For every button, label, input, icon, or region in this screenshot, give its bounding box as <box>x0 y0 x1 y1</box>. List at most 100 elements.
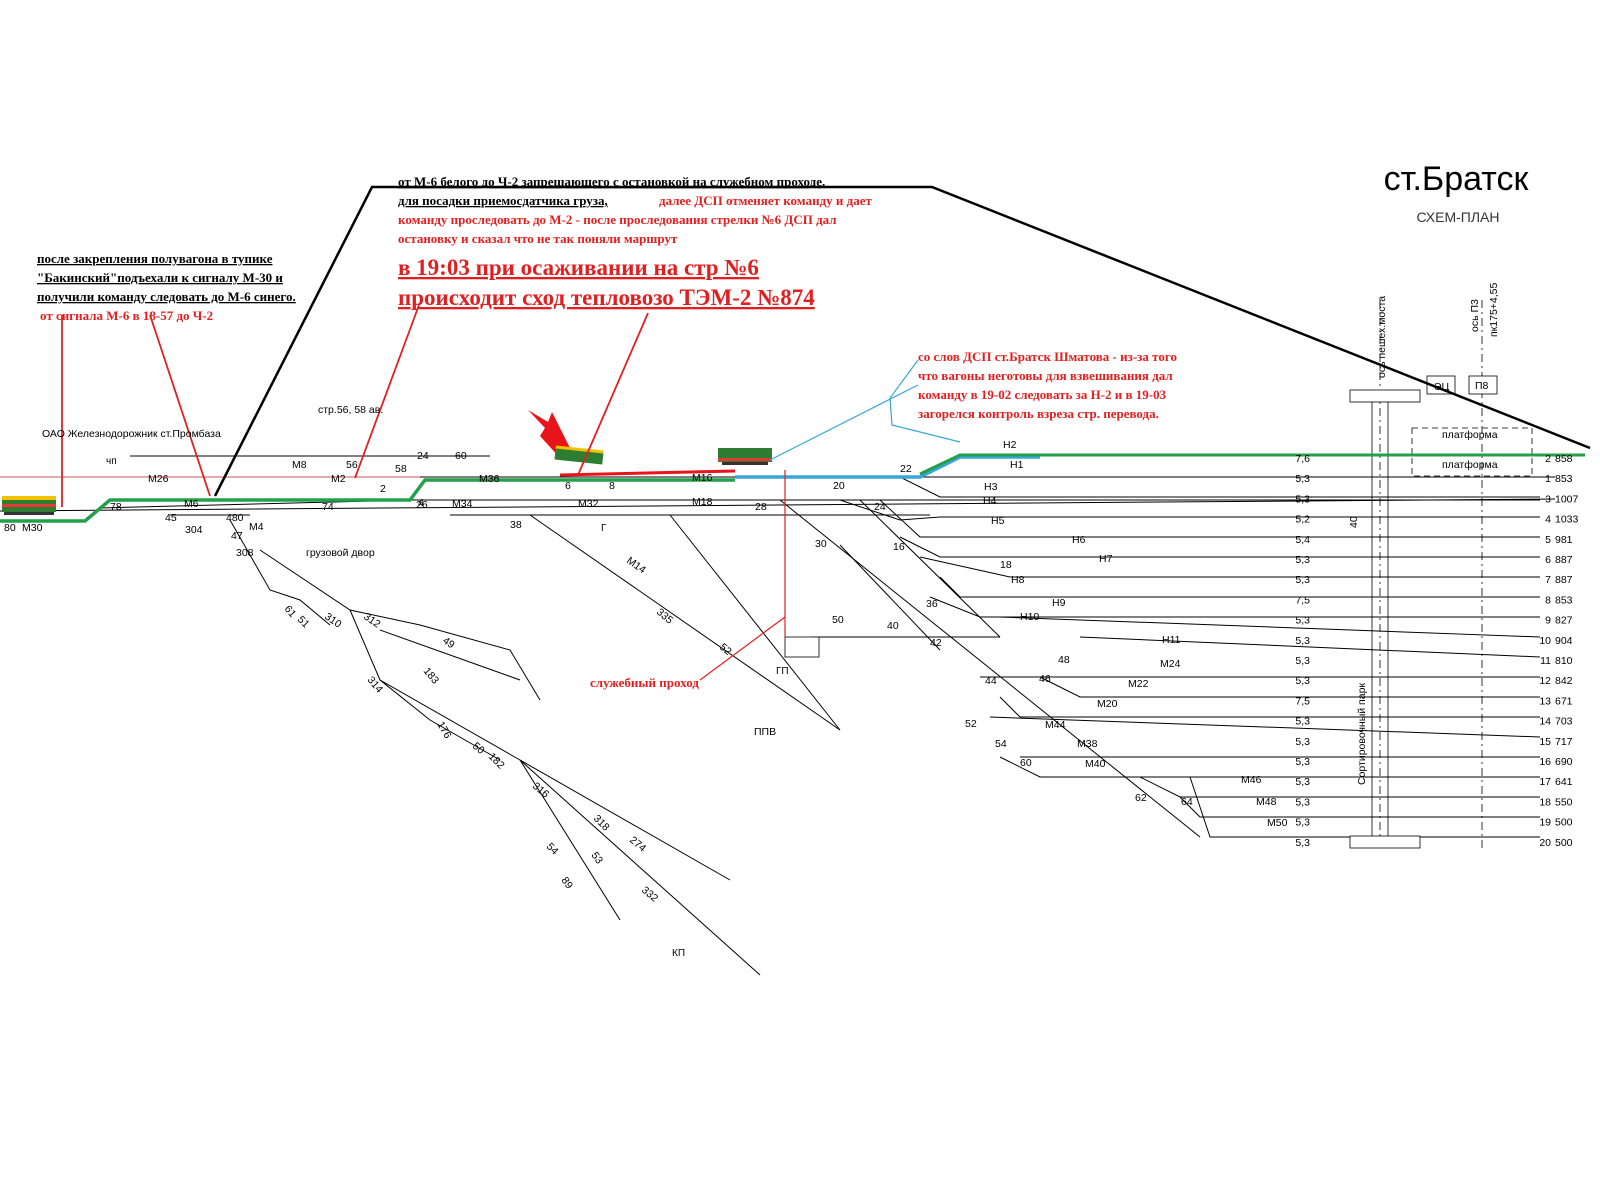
switch-number: 50 <box>832 614 844 626</box>
switch-number: 44 <box>985 675 997 687</box>
switch-number: 18 <box>1000 559 1012 571</box>
signal-label: М36 <box>479 473 500 485</box>
switch-number: 89 <box>559 875 576 892</box>
note-2-line-1: от М-6 белого до Ч-2 запрещающего с оста… <box>398 174 825 189</box>
track-length: 5,3 <box>1295 493 1310 505</box>
track-end-mark: 1033 <box>1555 514 1579 526</box>
note-3-line-4: загорелся контроль взреза стр. перевода. <box>918 406 1159 421</box>
track-number: 8 <box>1545 594 1551 606</box>
p3-axis-label: ось П3 <box>1469 299 1481 332</box>
switch-number: 40 <box>1348 516 1360 528</box>
switch-number: 26 <box>416 499 428 511</box>
track-number: 19 <box>1539 817 1551 829</box>
signal-label: М4 <box>249 521 264 533</box>
static-labels: ОАО Железнодорожник ст.Промбаза стр.56, … <box>42 282 1500 959</box>
track-end-mark: 500 <box>1555 837 1573 849</box>
track-length: 5,3 <box>1295 574 1310 586</box>
signal-label: М14 <box>624 555 648 577</box>
switch-number: 2 <box>380 483 386 495</box>
switch-number: 30 <box>815 538 827 550</box>
gp-label: ГП <box>776 666 789 677</box>
note-2-line-2: для посадки приемосдатчика груза, <box>398 193 608 208</box>
track-end-mark: 904 <box>1555 635 1573 647</box>
switch-number: 274 <box>627 834 648 855</box>
note-1: после закрепления полувагона в тупике "Б… <box>37 251 296 323</box>
blue-route <box>735 455 1040 479</box>
signal-label: М46 <box>1241 774 1262 786</box>
str56-label: стр.56, 58 ав. <box>318 404 383 416</box>
switch-number: 51 <box>295 614 312 631</box>
track-network <box>0 300 1556 976</box>
note-big-line-2: происходит сход тепловозо ТЭМ-2 №874 <box>398 285 815 310</box>
signal-label: М20 <box>1097 698 1118 710</box>
switch-number: 22 <box>900 463 912 475</box>
signal-label: М30 <box>22 522 43 534</box>
red-shunt-line <box>559 469 736 477</box>
switch-number: 40 <box>887 620 899 632</box>
note-2: от М-6 белого до Ч-2 запрещающего с оста… <box>398 174 872 246</box>
track-end-mark: 641 <box>1555 776 1573 788</box>
switch-number: 62 <box>1135 792 1147 804</box>
track-number: 14 <box>1539 716 1551 728</box>
signal-label: Н3 <box>984 481 998 493</box>
signal-label: Н6 <box>1072 534 1086 546</box>
track-end-mark: 842 <box>1555 675 1573 687</box>
note-2-red-inline: далее ДСП отменяет команду и дает <box>659 193 872 208</box>
note-3-line-3: команду в 19-02 следовать за Н-2 и в 19-… <box>918 387 1167 402</box>
switch-number: 52 <box>965 718 977 730</box>
locomotive-left-icon <box>2 496 56 515</box>
track-length: 7,6 <box>1295 453 1310 465</box>
switch-number: 183 <box>421 665 442 686</box>
track-number: 2 <box>1545 453 1551 465</box>
switch-number: 64 <box>1181 796 1193 808</box>
track-end-mark: 690 <box>1555 756 1573 768</box>
track-end-mark: 853 <box>1555 473 1573 485</box>
switch-number: 54 <box>544 841 561 858</box>
note-2-red-1: команду проследовать до М-2 - после прос… <box>398 212 837 227</box>
note-1-line-1: после закрепления полувагона в тупике <box>37 251 273 266</box>
switch-number: 314 <box>365 674 386 695</box>
signal-label: Н2 <box>1003 439 1017 451</box>
track-end-mark: 858 <box>1555 453 1573 465</box>
switch-number: 50 <box>470 740 487 757</box>
switch-number: 24 <box>417 450 429 462</box>
switch-number: 47 <box>231 530 243 542</box>
track-length: 7,5 <box>1295 594 1310 606</box>
switch-number: 312 <box>361 611 382 631</box>
pk-label: пк175+4,55 <box>1488 282 1500 337</box>
switch-number: 38 <box>510 519 522 531</box>
track-length: 7,5 <box>1295 695 1310 707</box>
switch-number: 176 <box>434 720 453 741</box>
switch-number: 480 <box>226 512 244 524</box>
switch-number: 46 <box>1039 673 1051 685</box>
track-number: 13 <box>1539 695 1551 707</box>
signal-label: Н4 <box>983 495 997 507</box>
switch-number: 74 <box>322 501 334 513</box>
track-number: 15 <box>1539 736 1551 748</box>
signal-label: М8 <box>292 459 307 471</box>
switch-number: 332 <box>639 884 660 905</box>
track-number: 5 <box>1545 534 1551 546</box>
track-length: 5,3 <box>1295 675 1310 687</box>
signal-label: Н11 <box>1162 634 1181 646</box>
track-end-mark: 981 <box>1555 534 1573 546</box>
track-length: 5,3 <box>1295 756 1310 768</box>
green-route <box>0 478 735 523</box>
signal-label: Н7 <box>1099 553 1113 565</box>
signal-label: Н8 <box>1011 574 1025 586</box>
track-end-mark: 671 <box>1555 695 1573 707</box>
freight-yard-label: грузовой двор <box>306 547 375 559</box>
route-highlights <box>0 453 1585 523</box>
track-length: 5,3 <box>1295 776 1310 788</box>
switch-number: 58 <box>395 463 407 475</box>
track-number: 3 <box>1545 493 1551 505</box>
ppv-label: ППВ <box>754 726 776 738</box>
switch-number: 42 <box>930 637 942 649</box>
switch-number: 60 <box>455 450 467 462</box>
signal-label: М32 <box>578 498 599 510</box>
pointer-lines <box>61 185 1591 681</box>
track-end-mark: 550 <box>1555 796 1573 808</box>
note-1-line-3: получили команду следовать до М-6 синего… <box>37 289 296 304</box>
signal-label: М48 <box>1256 796 1277 808</box>
